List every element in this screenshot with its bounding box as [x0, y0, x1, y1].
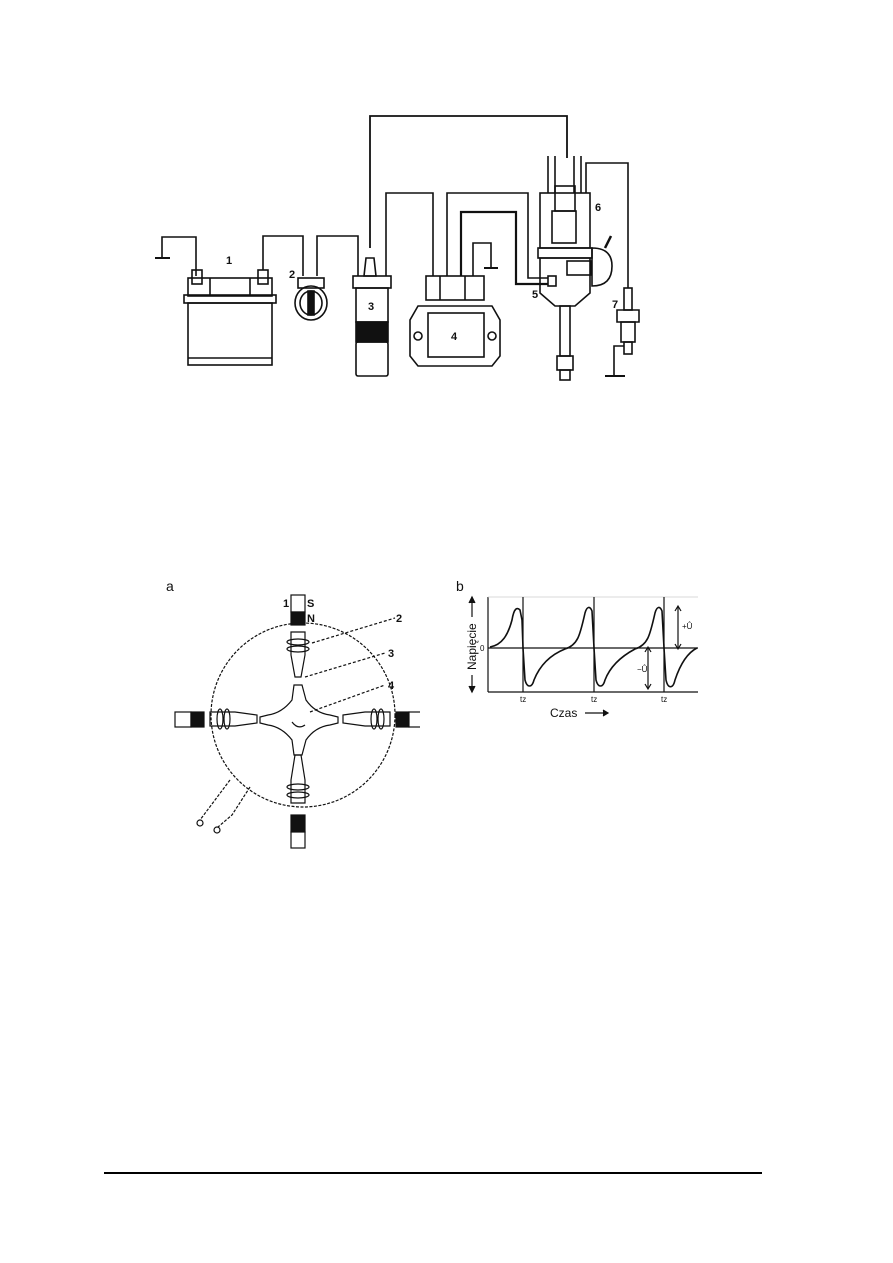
- label-rotor: 4: [388, 680, 395, 692]
- label-ignition-switch: 2: [289, 269, 295, 281]
- label-pole-shoe: 3: [388, 648, 394, 660]
- ignition-system-diagram: 1 2 3: [150, 108, 650, 388]
- footer-rule: [104, 1172, 762, 1174]
- panel-label-b: b: [456, 578, 464, 594]
- distributor: 6 5: [532, 156, 613, 381]
- tick-tz-3: tz: [661, 695, 667, 704]
- negative-peak-label: −Û: [637, 665, 648, 674]
- label-control-module: 4: [451, 331, 458, 343]
- label-spark-plug: 7: [612, 299, 618, 311]
- label-pulse-generator: 5: [532, 289, 538, 301]
- panel-label-a: a: [166, 578, 174, 594]
- x-axis-label: Czas: [550, 706, 577, 720]
- y-axis-label: Napięcie: [465, 623, 479, 670]
- label-magnet: 1: [283, 598, 289, 610]
- spark-plug: 7: [605, 287, 640, 377]
- pulse-generator-diagram: a 1 S N: [160, 575, 425, 850]
- tick-tz-1: tz: [520, 695, 526, 704]
- label-battery: 1: [226, 255, 232, 267]
- tick-tz-2: tz: [591, 695, 597, 704]
- label-distributor: 6: [595, 202, 601, 214]
- zero-label: 0: [480, 644, 485, 653]
- battery: 1: [183, 255, 277, 366]
- positive-peak-label: +Û: [682, 622, 693, 631]
- label-ignition-coil: 3: [368, 301, 374, 313]
- label-coil: 2: [396, 613, 402, 625]
- label-magnet-north: N: [307, 613, 315, 625]
- control-module: 4: [409, 275, 501, 367]
- label-magnet-south: S: [307, 598, 314, 610]
- ignition-switch: 2: [289, 269, 328, 321]
- voltage-waveform-chart: b 0 +Û −Û tz tz tz Czas Napięcie: [440, 575, 730, 725]
- ignition-coil: 3: [352, 257, 392, 377]
